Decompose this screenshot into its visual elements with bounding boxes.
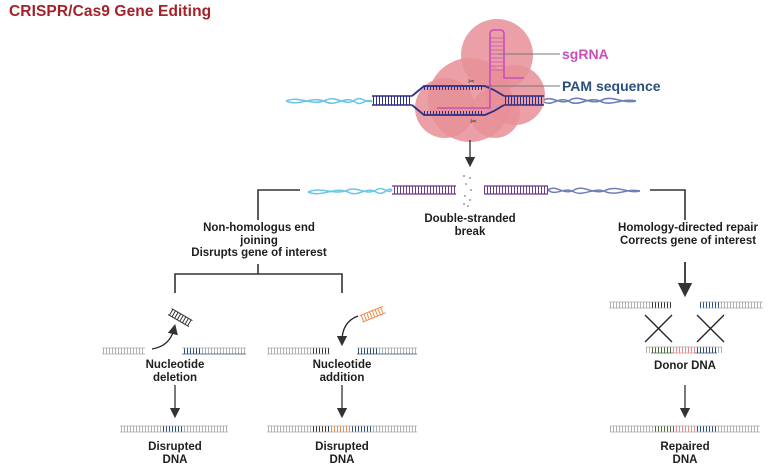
nhej-bracket (174, 273, 343, 293)
repaired-grey-right (716, 426, 760, 432)
disrupted-dna-label-1: Disrupted DNA (125, 441, 225, 466)
add-fragment-left-grey (267, 348, 312, 354)
disrupted1-grey-right (182, 426, 228, 432)
double-break-line-2: break (454, 225, 486, 238)
disrupted2-orange (331, 426, 351, 432)
deletion-line-1: Nucleotide (145, 359, 205, 371)
donor-green (651, 347, 673, 353)
disrupted2-black (311, 426, 331, 432)
hdr-right-grey (720, 302, 763, 308)
hdr-line-1: Homology-directed repair (618, 222, 758, 234)
hdr-left-black (651, 302, 671, 308)
dna-ladder-broken-left (392, 186, 456, 194)
cas9-protein (415, 19, 545, 142)
hdr-label: Homology-directed repair Corrects gene o… (600, 222, 776, 247)
repaired-dna-label: Repaired DNA (635, 441, 735, 466)
scissors-icon-top: ✂ (468, 77, 475, 86)
repaired-blue (696, 426, 716, 432)
scissors-icon-bottom: ✂ (470, 117, 477, 126)
repaired-red (674, 426, 696, 432)
disrupted1-grey-left (120, 426, 162, 432)
inserted-fragment (359, 305, 386, 323)
dna-helix-broken-left (307, 187, 393, 195)
donor-grey-left (646, 347, 651, 353)
donor-blue (695, 347, 717, 353)
nucleotide-deletion-label: Nucleotide deletion (125, 359, 225, 384)
hdr-right-blue (700, 302, 720, 308)
add-fragment-right-grey (377, 348, 417, 354)
addition-line-1: Nucleotide (312, 359, 372, 371)
nhej-line-1: Non-homologus end (203, 222, 315, 234)
disrupted2-line-1: Disrupted (315, 441, 369, 453)
pam-sequence-label: PAM sequence (562, 78, 661, 94)
disrupted1-line-2: DNA (162, 453, 188, 466)
disrupted1-blue (162, 426, 182, 432)
disrupted2-grey-left (267, 426, 311, 432)
dna-ladder-broken-right (484, 186, 548, 194)
branch-hdr-connector (650, 189, 686, 220)
dna-ladder-left (372, 96, 412, 105)
hdr-line-2: Corrects gene of interest (619, 234, 757, 247)
sgrna-strand (437, 29, 524, 109)
repaired-line-1: Repaired (660, 441, 710, 453)
dna-fragment-right-blue (182, 348, 202, 354)
disrupted2-grey-right (371, 426, 417, 432)
dna-helix-right-top (543, 97, 637, 104)
dna-ladder-right (504, 96, 544, 105)
recombination-crosses (644, 314, 725, 343)
dna-fragment-right-grey (202, 348, 246, 354)
disrupted-dna-label-2: Disrupted DNA (292, 441, 392, 466)
repaired-line-2: DNA (672, 453, 698, 466)
add-fragment-right-blue (357, 348, 377, 354)
repaired-grey-left (610, 426, 654, 432)
excised-fragment (167, 308, 193, 328)
break-fragments (463, 175, 472, 207)
nhej-line-3: Disrupts gene of interest (191, 247, 327, 259)
nhej-line-2: joining (240, 234, 278, 247)
donor-grey-right (717, 347, 722, 353)
nucleotide-addition-label: Nucleotide addition (292, 359, 392, 384)
donor-red (673, 347, 695, 353)
disrupted1-line-1: Disrupted (148, 441, 202, 453)
repaired-green (654, 426, 674, 432)
hdr-left-grey (609, 302, 651, 308)
branch-nhej-connector (257, 189, 300, 220)
donor-dna-label: Donor DNA (654, 360, 716, 372)
addition-line-2: addition (319, 371, 365, 384)
add-fragment-left-black (312, 348, 330, 354)
double-break-line-1: Double-stranded (424, 213, 516, 225)
disrupted2-blue (351, 426, 371, 432)
addition-arrow (336, 315, 359, 347)
nhej-label: Non-homologus end joining Disrupts gene … (178, 222, 340, 260)
dna-bubble (411, 85, 505, 116)
disrupted2-line-2: DNA (329, 453, 355, 466)
deletion-line-2: deletion (152, 371, 198, 384)
dna-helix-left-top (285, 97, 373, 105)
double-stranded-break-label: Double-stranded break (405, 213, 535, 238)
dna-fragment-left (102, 348, 145, 354)
diagram-title: CRISPR/Cas9 Gene Editing (9, 3, 212, 20)
deletion-arrow (151, 323, 178, 350)
sgrna-label: sgRNA (562, 46, 609, 62)
dna-helix-broken-right (547, 187, 641, 195)
